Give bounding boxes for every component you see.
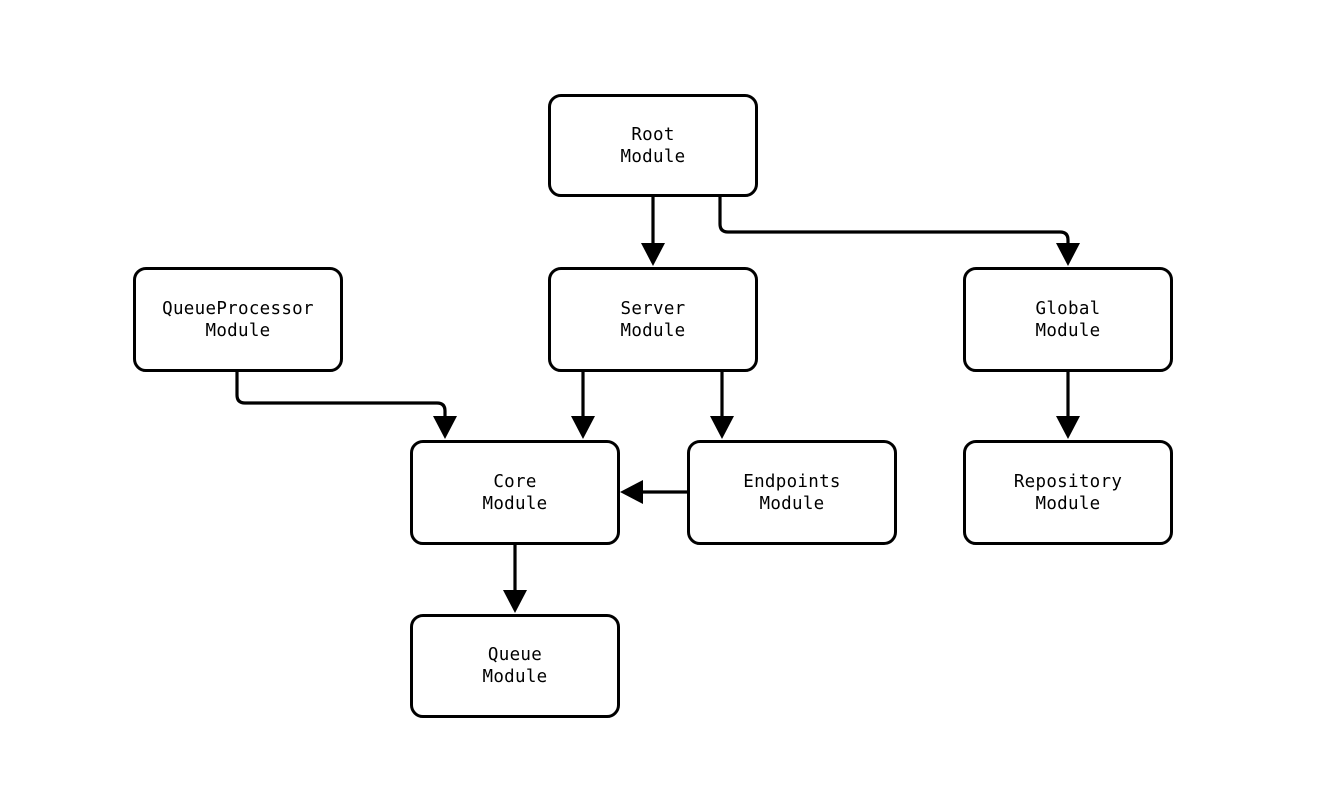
repository-module-node[interactable]: Repository Module: [963, 440, 1173, 545]
edge-queueprocessor-to-core: [235, 372, 457, 439]
queue-module-node[interactable]: Queue Module: [410, 614, 620, 718]
server-module-label-line2: Module: [620, 320, 686, 341]
edge-server-to-core: [571, 372, 595, 439]
repository-module-label-line2: Module: [1035, 493, 1101, 514]
edge-core-to-queue: [503, 545, 527, 613]
endpoints-module-node[interactable]: Endpoints Module: [687, 440, 897, 545]
core-module-node[interactable]: Core Module: [410, 440, 620, 545]
core-module-label-line1: Core: [493, 471, 537, 492]
global-module-label-line1: Global: [1035, 298, 1101, 319]
root-module-label-line1: Root: [631, 124, 675, 145]
repository-module-label-line1: Repository: [1013, 471, 1123, 492]
queueprocessor-module-label-line2: Module: [205, 320, 271, 341]
queue-module-label-line1: Queue: [487, 645, 543, 665]
root-module-node[interactable]: Root Module: [548, 94, 758, 197]
edge-server-to-endpoints: [710, 372, 734, 439]
queue-module-label-line2: Module: [482, 667, 548, 687]
edge-global-to-repository: [1056, 372, 1080, 439]
global-module-node[interactable]: Global Module: [963, 267, 1173, 372]
global-module-label-line2: Module: [1035, 320, 1101, 341]
root-module-label-line2: Module: [620, 146, 686, 167]
queueprocessor-module-node[interactable]: QueueProcessor Module: [133, 267, 343, 372]
edge-root-to-server: [641, 197, 665, 266]
server-module-node[interactable]: Server Module: [548, 267, 758, 372]
endpoints-module-label-line2: Module: [759, 493, 825, 514]
edge-endpoints-to-core: [620, 480, 687, 504]
core-module-label-line2: Module: [482, 493, 548, 514]
edge-root-to-global: [718, 197, 1080, 266]
server-module-label-line1: Server: [620, 298, 686, 319]
endpoints-module-label-line1: Endpoints: [743, 471, 841, 492]
queueprocessor-module-label-line1: QueueProcessor: [162, 298, 314, 319]
